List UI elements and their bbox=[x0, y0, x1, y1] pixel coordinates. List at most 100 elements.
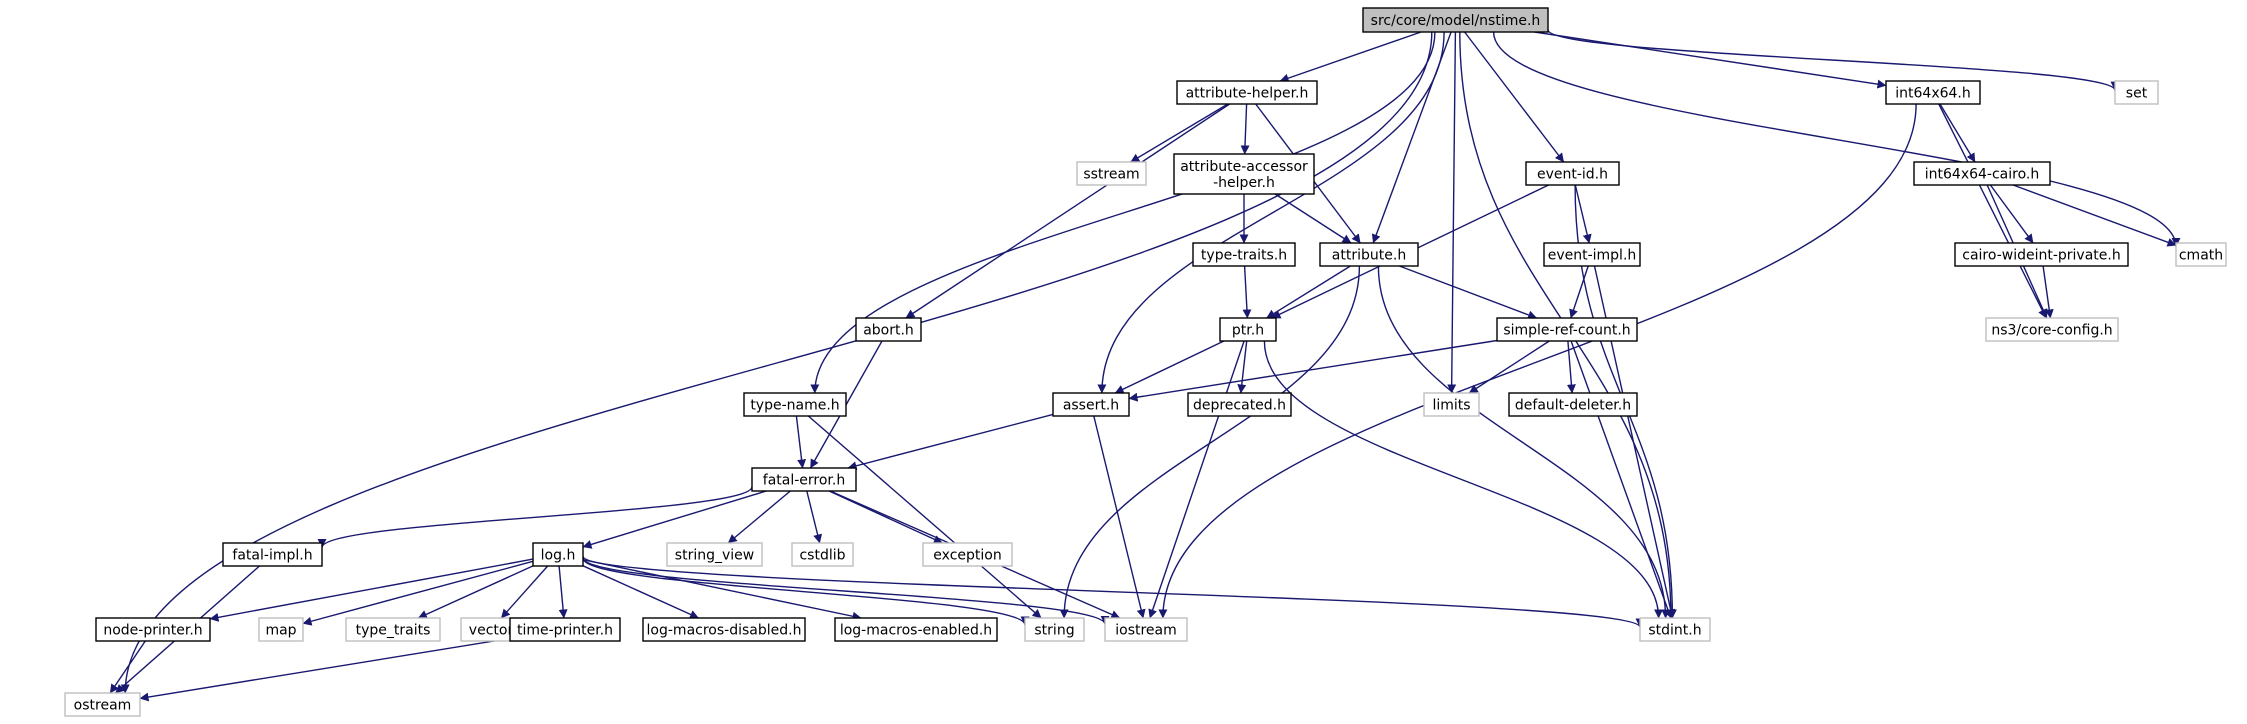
node-box bbox=[1639, 617, 1711, 642]
edge-log-to-log_macros_disabled bbox=[582, 565, 699, 619]
edge-attribute_helper-to-attr_accessor_helper bbox=[1240, 103, 1250, 155]
node-label: iostream bbox=[1115, 623, 1177, 639]
edges-layer bbox=[109, 29, 2181, 702]
edge-attribute-to-ptr bbox=[1266, 265, 1351, 319]
node-int64x64[interactable]: int64x64.h bbox=[1885, 80, 1981, 105]
edge-int64x64_cairo-to-cmath bbox=[2012, 184, 2177, 247]
edge-root-to-ostream bbox=[120, 31, 1433, 694]
edge-fatal_error-to-cstdlib bbox=[806, 490, 823, 544]
node-box bbox=[922, 542, 1013, 567]
edge-log-to-vector bbox=[500, 565, 549, 619]
node-box bbox=[345, 617, 441, 642]
node-simple-ref-count[interactable]: simple-ref-count.h bbox=[1496, 317, 1638, 342]
node-iostream: iostream bbox=[1104, 617, 1188, 642]
node-default-deleter[interactable]: default-deleter.h bbox=[1508, 392, 1638, 417]
edge-root-to-event_id bbox=[1464, 31, 1565, 163]
node-label: type-name.h bbox=[750, 398, 839, 414]
node-attribute[interactable]: attribute.h bbox=[1319, 242, 1419, 267]
node-cairo-wideint-private[interactable]: cairo-wideint-private.h bbox=[1954, 242, 2129, 267]
node-box bbox=[1423, 392, 1480, 417]
node-label: cstdlib bbox=[799, 548, 845, 564]
node-string: string bbox=[1024, 617, 1085, 642]
node-cmath: cmath bbox=[2175, 242, 2227, 267]
node-label: ns3/core-config.h bbox=[1991, 323, 2112, 339]
node-box bbox=[642, 617, 806, 642]
node-int64x64-cairo[interactable]: int64x64-cairo.h bbox=[1913, 161, 2051, 186]
node-label: fatal-error.h bbox=[763, 473, 845, 489]
node-box bbox=[1192, 242, 1296, 267]
node-attr-accessor-helper[interactable]: attribute-accessor-helper.h bbox=[1173, 153, 1315, 195]
node-label: attribute.h bbox=[1332, 248, 1406, 264]
node-label: attribute-accessor-helper.h bbox=[1180, 159, 1308, 191]
node-box bbox=[1176, 80, 1318, 105]
node-box bbox=[666, 542, 763, 567]
node-box bbox=[1885, 80, 1981, 105]
node-box bbox=[1187, 392, 1292, 417]
node-log-macros-enabled[interactable]: log-macros-enabled.h bbox=[834, 617, 998, 642]
node-deprecated[interactable]: deprecated.h bbox=[1187, 392, 1292, 417]
edge-ptr-to-iostream bbox=[1148, 340, 1245, 619]
node-label: stdint.h bbox=[1648, 623, 1701, 639]
node-label: cmath bbox=[2179, 248, 2223, 264]
node-log-macros-disabled[interactable]: log-macros-disabled.h bbox=[642, 617, 806, 642]
node-fatal-impl[interactable]: fatal-impl.h bbox=[222, 542, 323, 567]
edge-root-to-set bbox=[1547, 29, 2120, 91]
node-label: vector bbox=[469, 623, 514, 639]
node-set: set bbox=[2114, 80, 2159, 105]
edge-fatal_error-to-log bbox=[582, 490, 767, 549]
edge-event_id-to-event_impl bbox=[1574, 184, 1592, 244]
node-ptr[interactable]: ptr.h bbox=[1219, 317, 1277, 342]
node-label: attribute-helper.h bbox=[1186, 86, 1309, 102]
node-box bbox=[1024, 617, 1085, 642]
edge-event_impl-to-simple_ref_count bbox=[1569, 265, 1589, 319]
node-label: sstream bbox=[1083, 167, 1139, 183]
node-box bbox=[1076, 161, 1147, 186]
node-cstdlib: cstdlib bbox=[791, 542, 854, 567]
node-box bbox=[1508, 392, 1638, 417]
node-box bbox=[1985, 317, 2119, 342]
edge-attribute-to-string bbox=[1059, 265, 1361, 619]
edge-root-to-type_name bbox=[810, 31, 1436, 394]
edge-int64x64-to-ns3_core_config bbox=[1938, 103, 2047, 319]
node-label: log.h bbox=[541, 548, 576, 564]
node-label: node-printer.h bbox=[103, 623, 202, 639]
edge-log-to-string bbox=[582, 558, 1030, 626]
node-label: ostream bbox=[74, 698, 132, 714]
node-box bbox=[1319, 242, 1419, 267]
edge-log-to-type_traits bbox=[417, 565, 534, 619]
node-box bbox=[751, 467, 857, 492]
node-event-impl[interactable]: event-impl.h bbox=[1543, 242, 1641, 267]
node-assert[interactable]: assert.h bbox=[1052, 392, 1130, 417]
node-node-printer[interactable]: node-printer.h bbox=[95, 617, 211, 642]
node-label: time-printer.h bbox=[517, 623, 613, 639]
node-time-printer[interactable]: time-printer.h bbox=[509, 617, 621, 642]
node-log[interactable]: log.h bbox=[532, 542, 584, 567]
node-string-view: string_view bbox=[666, 542, 763, 567]
node-box bbox=[2175, 242, 2227, 267]
node-box bbox=[1219, 317, 1277, 342]
edge-int64x64-to-iostream bbox=[1158, 103, 1917, 619]
node-box bbox=[1913, 161, 2051, 186]
node-type-name[interactable]: type-name.h bbox=[743, 392, 847, 417]
node-label: cairo-wideint-private.h bbox=[1962, 248, 2120, 264]
edge-ptr-to-deprecated bbox=[1237, 340, 1248, 394]
edge-log-to-log_macros_enabled bbox=[582, 559, 862, 621]
edge-time_printer-to-ostream bbox=[139, 637, 511, 702]
edge-simple_ref_count-to-default_deleter bbox=[1566, 340, 1576, 394]
node-box bbox=[855, 317, 922, 342]
edge-assert-to-iostream bbox=[1093, 415, 1146, 619]
edge-fatal_error-to-fatal_impl bbox=[317, 486, 753, 548]
node-root[interactable]: src/core/model/nstime.h bbox=[1362, 7, 1549, 33]
nodes-layer: src/core/model/nstime.h attribute-helper.… bbox=[64, 7, 2227, 717]
node-type-traits-h[interactable]: type-traits.h bbox=[1192, 242, 1296, 267]
node-label: limits bbox=[1432, 398, 1470, 414]
node-abort[interactable]: abort.h bbox=[855, 317, 922, 342]
node-label: map bbox=[265, 623, 296, 639]
node-event-id[interactable]: event-id.h bbox=[1525, 161, 1620, 186]
node-box bbox=[1543, 242, 1641, 267]
node-fatal-error[interactable]: fatal-error.h bbox=[751, 467, 857, 492]
node-attribute-helper[interactable]: attribute-helper.h bbox=[1176, 80, 1318, 105]
node-box bbox=[1052, 392, 1130, 417]
node-box bbox=[532, 542, 584, 567]
